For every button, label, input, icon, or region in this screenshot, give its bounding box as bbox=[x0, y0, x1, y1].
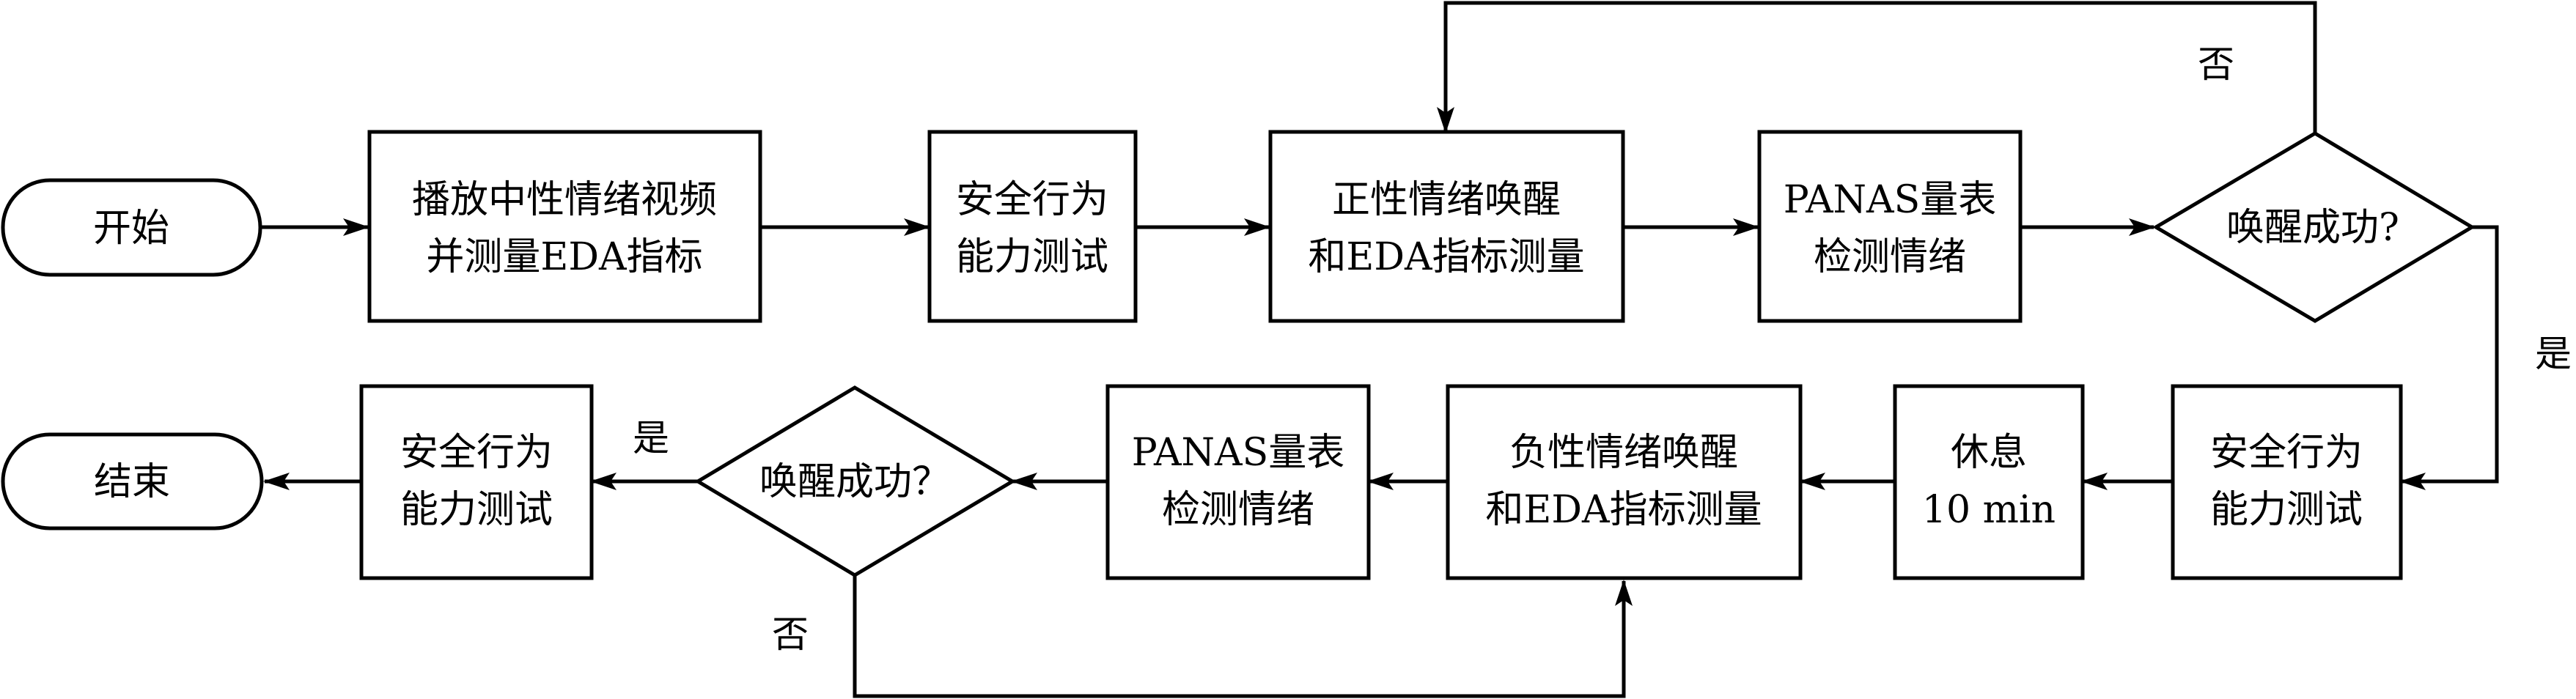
decision-2: 唤醒成功？ bbox=[694, 385, 1016, 577]
edge-decision1-no bbox=[1437, 1, 2317, 133]
end-label: 结束 bbox=[94, 460, 170, 504]
safety-test-1-line-1: 安全行为 bbox=[956, 178, 1108, 222]
safety-test-2-process: 安全行为 能力测试 bbox=[2171, 384, 2403, 580]
panas-1-process: PANAS量表 检测情绪 bbox=[1757, 130, 2023, 323]
rest-line-2: 10 min bbox=[1922, 488, 2056, 532]
safety-test-3-line-2: 能力测试 bbox=[400, 488, 553, 532]
safety-test-3-line-1: 安全行为 bbox=[400, 431, 553, 475]
positive-arousal-line-2: 和EDA指标测量 bbox=[1308, 235, 1584, 279]
panas-2-process: PANAS量表 检测情绪 bbox=[1105, 384, 1371, 580]
decision-1-label: 唤醒成功? bbox=[2226, 206, 2399, 250]
safety-test-1-line-2: 能力测试 bbox=[956, 235, 1108, 279]
decision-1-yes-label: 是 bbox=[2535, 333, 2572, 375]
edge-decision1-yes bbox=[2399, 225, 2499, 490]
play-video-line-1: 播放中性情绪视频 bbox=[412, 178, 717, 222]
panas-1-line-1: PANAS量表 bbox=[1784, 178, 1996, 222]
start-label: 开始 bbox=[93, 207, 169, 251]
safety-test-2-line-2: 能力测试 bbox=[2210, 488, 2363, 532]
negative-arousal-line-1: 负性情绪唤醒 bbox=[1509, 431, 1738, 475]
positive-arousal-line-1: 正性情绪唤醒 bbox=[1332, 178, 1561, 222]
decision-1: 唤醒成功? bbox=[2152, 131, 2476, 323]
rest-process: 休息 10 min bbox=[1893, 384, 2085, 580]
start-terminal: 开始 bbox=[1, 178, 262, 277]
rest-line-1: 休息 bbox=[1951, 431, 2027, 475]
panas-2-line-1: PANAS量表 bbox=[1132, 431, 1344, 475]
safety-test-3-process: 安全行为 能力测试 bbox=[359, 384, 594, 580]
decision-2-label: 唤醒成功？ bbox=[759, 460, 950, 504]
negative-arousal-process: 负性情绪唤醒 和EDA指标测量 bbox=[1446, 384, 1803, 580]
end-terminal: 结束 bbox=[1, 432, 264, 530]
decision-1-no-label: 否 bbox=[2198, 43, 2234, 86]
decision-2-no-label: 否 bbox=[772, 613, 809, 656]
panas-1-line-2: 检测情绪 bbox=[1814, 235, 1966, 279]
play-video-line-2: 并测量EDA指标 bbox=[426, 235, 702, 279]
decision-2-yes-label: 是 bbox=[633, 417, 669, 459]
negative-arousal-line-2: 和EDA指标测量 bbox=[1485, 488, 1762, 532]
safety-test-2-line-1: 安全行为 bbox=[2210, 431, 2363, 475]
panas-2-line-2: 检测情绪 bbox=[1162, 488, 1314, 532]
positive-arousal-process: 正性情绪唤醒 和EDA指标测量 bbox=[1268, 130, 1625, 323]
play-video-process: 播放中性情绪视频 并测量EDA指标 bbox=[367, 130, 762, 323]
safety-test-1-process: 安全行为 能力测试 bbox=[927, 130, 1138, 323]
edge-decision2-no bbox=[853, 575, 1633, 698]
